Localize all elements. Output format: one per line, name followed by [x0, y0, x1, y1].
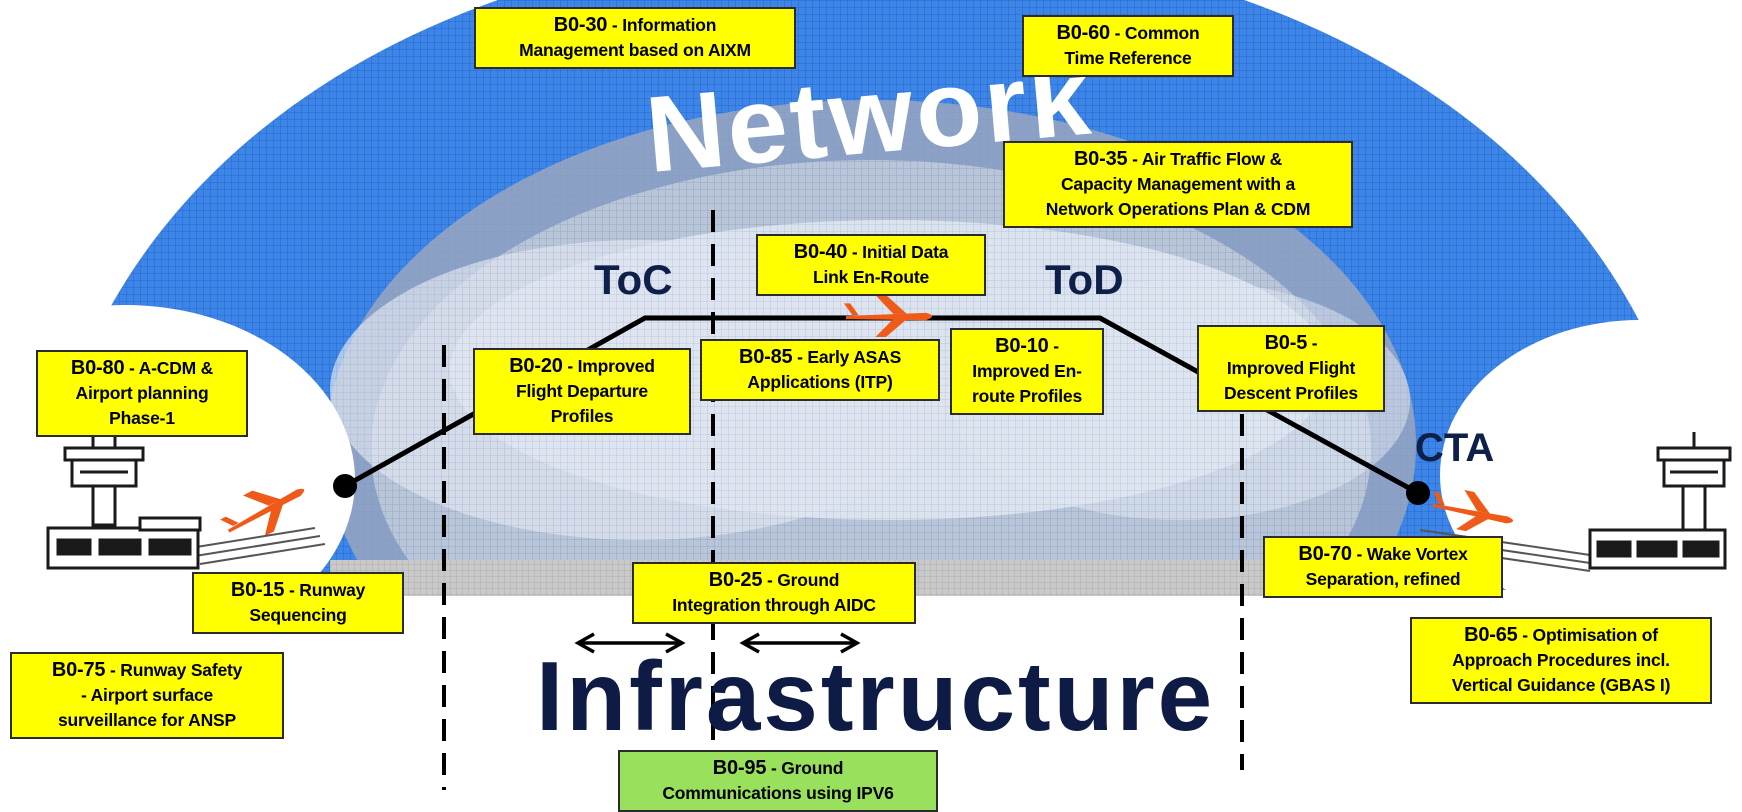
module-box-b0-40: B0-40 - Initial Data Link En-Route	[756, 234, 986, 296]
module-text: Integration through AIDC	[672, 595, 876, 615]
module-text: -	[1053, 336, 1059, 356]
module-box-b0-85: B0-85 - Early ASAS Applications (ITP)	[700, 339, 940, 401]
module-text: Link En-Route	[812, 267, 929, 287]
module-text: - Airport surface	[80, 685, 214, 705]
airport-terminal-icon	[1588, 528, 1727, 570]
module-text: Capacity Management with a	[1060, 174, 1296, 194]
module-text: Sequencing	[249, 605, 347, 625]
module-text: - Early ASAS	[797, 347, 902, 367]
module-code: B0-10	[995, 335, 1049, 357]
module-code: B0-20	[509, 355, 563, 377]
module-text: -	[1311, 333, 1318, 353]
module-text: Communications using IPV6	[662, 783, 894, 803]
module-box-b0-20: B0-20 - Improved Flight Departure Profil…	[473, 348, 691, 435]
departure-point	[333, 474, 357, 498]
cta-label: CTA	[1415, 426, 1495, 470]
module-box-b0-5: B0-5 - Improved Flight Descent Profiles	[1197, 325, 1385, 412]
module-code: B0-60	[1056, 22, 1110, 44]
double-arrow-icon	[574, 632, 686, 654]
module-text: Phase-1	[109, 408, 175, 428]
module-text: - Runway Safety	[109, 660, 243, 680]
module-box-b0-60: B0-60 - Common Time Reference	[1022, 15, 1234, 77]
aircraft-icon	[1432, 489, 1514, 532]
module-box-b0-80: B0-80 - A-CDM & Airport planning Phase-1	[36, 350, 248, 437]
module-code: B0-65	[1464, 624, 1518, 646]
module-text: - Common	[1114, 23, 1200, 43]
module-text: Descent Profiles	[1224, 383, 1358, 403]
module-text: - Air Traffic Flow &	[1132, 149, 1283, 169]
module-box-b0-25: B0-25 - Ground Integration through AIDC	[632, 562, 916, 624]
module-code: B0-85	[738, 346, 793, 368]
module-text: Improved Flight	[1226, 358, 1356, 378]
arrival-point	[1406, 481, 1430, 505]
module-code: B0-80	[70, 357, 125, 379]
aircraft-icon	[220, 488, 305, 537]
module-text: Vertical Guidance (GBAS I)	[1451, 675, 1671, 695]
module-text: - A-CDM &	[129, 358, 214, 378]
module-box-b0-30: B0-30 - Information Management based on …	[474, 7, 796, 69]
module-code: B0-35	[1073, 148, 1128, 170]
airport-terminal-icon	[46, 516, 202, 570]
module-box-b0-65: B0-65 - Optimisation of Approach Procedu…	[1410, 617, 1712, 704]
module-text: Airport planning	[75, 383, 209, 403]
module-text: surveillance for ANSP	[58, 710, 236, 730]
module-code: B0-75	[51, 659, 106, 681]
module-text: Flight Departure	[516, 381, 648, 401]
module-text: - Ground	[770, 758, 844, 778]
module-text: - Optimisation of	[1522, 625, 1658, 645]
control-tower-icon	[1656, 432, 1732, 542]
toc-label: ToC	[594, 256, 673, 303]
module-code: B0-30	[553, 14, 608, 36]
module-box-b0-75: B0-75 - Runway Safety - Airport surface …	[10, 652, 284, 739]
module-code: B0-15	[230, 579, 285, 601]
module-text: Profiles	[550, 406, 614, 426]
tod-label: ToD	[1045, 256, 1124, 303]
runway-lines-left	[189, 527, 326, 565]
module-text: - Information	[611, 15, 717, 35]
module-code: B0-25	[708, 569, 763, 591]
module-text: Time Reference	[1064, 48, 1192, 68]
module-box-b0-70: B0-70 - Wake Vortex Separation, refined	[1263, 536, 1503, 598]
module-text: Management based on AIXM	[519, 40, 751, 60]
module-text: Approach Procedures incl.	[1452, 650, 1670, 670]
module-text: - Wake Vortex	[1356, 544, 1468, 564]
module-text: Improved En-	[972, 361, 1082, 381]
module-text: - Improved	[567, 356, 655, 376]
module-text: - Runway	[288, 580, 366, 600]
module-text: Network Operations Plan & CDM	[1045, 199, 1311, 219]
module-box-b0-35: B0-35 - Air Traffic Flow & Capacity Mana…	[1003, 141, 1353, 228]
module-code: B0-95	[712, 757, 767, 779]
module-code: B0-70	[1298, 543, 1352, 565]
module-text: Separation, refined	[1305, 569, 1461, 589]
module-code: B0-40	[793, 241, 848, 263]
module-box-b0-95: B0-95 - Ground Communications using IPV6	[618, 750, 938, 812]
module-box-b0-15: B0-15 - Runway Sequencing	[192, 572, 404, 634]
module-text: - Initial Data	[851, 242, 949, 262]
double-arrow-icon	[739, 632, 861, 654]
module-code: B0-5	[1264, 332, 1308, 354]
aircraft-icon	[843, 295, 933, 337]
module-box-b0-10: B0-10 - Improved En- route Profiles	[950, 328, 1104, 415]
module-text: Applications (ITP)	[747, 372, 893, 392]
module-text: - Ground	[766, 570, 840, 590]
infrastructure-label: Infrastructure	[536, 641, 1216, 751]
module-text: route Profiles	[971, 386, 1082, 406]
